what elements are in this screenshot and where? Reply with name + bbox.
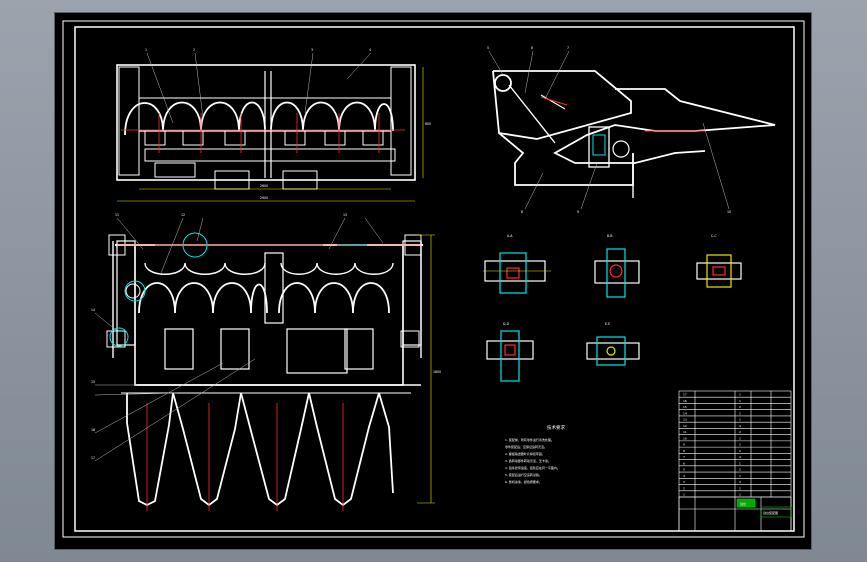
tech-notes: 1. 装配前，所有零件进行清洗处理。 零件装配后，应保证运转灵活。 2. 螺旋输…: [505, 437, 560, 484]
part-label: 3: [311, 48, 313, 52]
top-view-dimensions: 2600 2900 600: [117, 67, 431, 202]
svg-text:600: 600: [425, 122, 431, 126]
bom-cell: 2: [739, 468, 741, 472]
bom-cell: 2: [739, 405, 741, 409]
title-block-stamp: 割台: [740, 501, 746, 506]
bom-cell: 2: [683, 486, 685, 490]
section-a: [483, 252, 551, 294]
bom-cell: 4: [739, 424, 741, 428]
section-label-a: A-A: [507, 234, 513, 238]
bom-cell: 2: [739, 411, 741, 415]
tech-note: 2. 螺旋输送器叶片焊接牢固。: [505, 451, 545, 456]
cad-viewport[interactable]: 2600 2900 600: [55, 13, 811, 549]
section-c: [696, 254, 742, 288]
bom-cell: 8: [683, 449, 685, 453]
bom-cell: 6: [683, 461, 685, 465]
section-label-c: C-C: [711, 234, 717, 238]
bom-cell: 4: [739, 455, 741, 459]
section-label-b: B-B: [607, 234, 612, 238]
outer-frame: [62, 20, 805, 538]
bom-cell: 13: [683, 418, 687, 422]
part-label: 15: [91, 380, 95, 384]
svg-text:2900: 2900: [260, 196, 268, 200]
bom-cell: 17: [683, 393, 687, 397]
side-view-leaders: [488, 50, 730, 210]
top-view-leaders: [146, 52, 372, 124]
bom-cell: 16: [683, 399, 687, 403]
part-label: 10: [727, 210, 731, 214]
bom-cell: 1: [739, 461, 741, 465]
bom-cell: 12: [683, 424, 687, 428]
tech-note: 5. 装配后进行空运转试验。: [505, 472, 542, 477]
side-view: [492, 70, 776, 198]
part-label: 4: [369, 48, 371, 52]
drawing-sheet: 2600 2900 600: [62, 20, 805, 538]
bom-cell: 2: [739, 436, 741, 440]
bom-cell: 4: [739, 480, 741, 484]
svg-text:2600: 2600: [260, 184, 268, 188]
bom-cell: 9: [683, 443, 685, 447]
part-label: 14: [91, 308, 95, 312]
bom-cell: 2: [739, 486, 741, 490]
part-label: 1: [145, 48, 147, 52]
part-label: 11: [115, 213, 119, 217]
tech-note: 4. 链条张紧适度，链轮应在同一平面内。: [505, 465, 560, 470]
top-view: [116, 64, 416, 190]
tech-note: 零件装配后，应保证运转灵活。: [505, 444, 547, 449]
bom-cell: 7: [683, 455, 685, 459]
bom-cell: 2: [739, 430, 741, 434]
bom-cell: 11: [683, 430, 687, 434]
front-view-dimensions: 1600: [417, 234, 441, 504]
bom-cell: 1: [683, 493, 685, 497]
part-label: 17: [91, 456, 95, 460]
bom-cell: 1: [739, 418, 741, 422]
title-block: [678, 496, 792, 532]
tech-requirements-title: 技术要求: [547, 424, 565, 431]
top-view-centerlines: [121, 113, 405, 153]
part-label: 8: [521, 210, 523, 214]
front-view-leaders: [94, 217, 384, 462]
bom-cell: 4: [683, 474, 685, 478]
bom-cell: 2: [739, 449, 741, 453]
part-label: 13: [343, 213, 347, 217]
section-details: [483, 248, 742, 382]
part-label: 5: [487, 46, 489, 50]
bom-cell: 10: [683, 436, 687, 440]
part-label: 2: [193, 48, 195, 52]
svg-text:1600: 1600: [433, 370, 441, 374]
tech-note: 6. 整机涂漆，颜色按要求。: [505, 479, 542, 484]
title-block-name: 割台装配图: [763, 510, 778, 515]
section-label-d: D-D: [503, 322, 510, 326]
bom-cell: 5: [683, 468, 685, 472]
section-d: [486, 330, 534, 382]
bom-cell: 1: [739, 443, 741, 447]
bom-cell: 1: [739, 393, 741, 397]
bom-cell: 1: [739, 493, 741, 497]
tech-note: 1. 装配前，所有零件进行清洗处理。: [505, 437, 554, 442]
front-view-centerlines: [117, 244, 421, 511]
part-label: 16: [91, 428, 95, 432]
section-b: [594, 248, 640, 298]
inner-frame: [74, 26, 795, 532]
part-label: 7: [567, 46, 569, 50]
part-label: 9: [577, 210, 579, 214]
bom-cell: 3: [683, 480, 685, 484]
part-label: 12: [181, 213, 185, 217]
bom-cell: 1: [739, 474, 741, 478]
part-label: 6: [531, 46, 533, 50]
bom-cell: 15: [683, 405, 687, 409]
section-label-e: E-E: [605, 322, 610, 326]
front-view: [106, 234, 423, 507]
part-labels: 1 2 3 4 5 6 7 8 9 10 11 12 13 14 15 16 1…: [91, 46, 731, 460]
tech-note: 3. 各转动部件转动灵活，无卡滞。: [505, 458, 551, 463]
bom-cell: 14: [683, 411, 687, 415]
bom-cell: 1: [739, 399, 741, 403]
section-e: [586, 336, 640, 366]
